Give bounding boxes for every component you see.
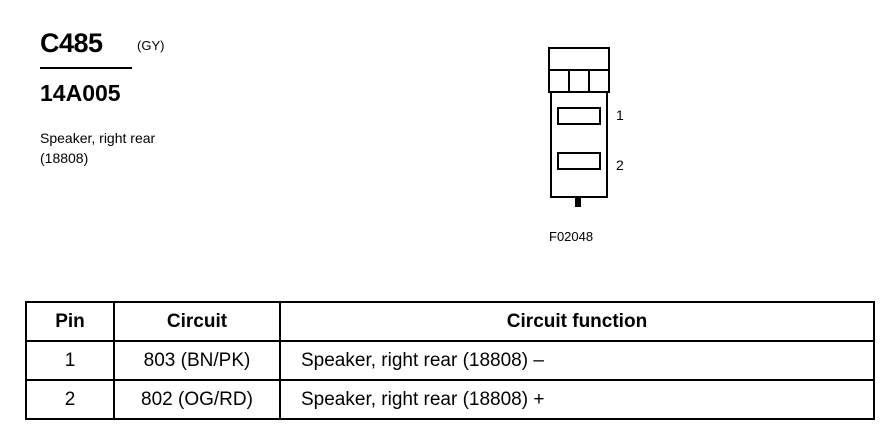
header-pin: Pin	[25, 301, 115, 342]
part-number: 14A005	[40, 80, 121, 106]
connector-latch	[548, 69, 610, 93]
header-circuit: Circuit	[113, 301, 281, 342]
circuit-function-cell: Speaker, right rear (18808) +	[279, 379, 875, 420]
circuit-function-cell: Speaker, right rear (18808) –	[279, 340, 875, 381]
table-row: 2 802 (OG/RD) Speaker, right rear (18808…	[25, 379, 875, 420]
connector-description: Speaker, right rear (18808)	[40, 128, 155, 168]
description-line-1: Speaker, right rear	[40, 130, 156, 146]
title-underline	[40, 67, 132, 69]
pin-cell: 2	[25, 379, 115, 420]
connector-id: C485	[40, 28, 103, 58]
pin-cell: 1	[25, 340, 115, 381]
description-line-2: (18808)	[40, 150, 89, 166]
circuit-cell: 802 (OG/RD)	[113, 379, 281, 420]
circuit-cell: 803 (BN/PK)	[113, 340, 281, 381]
table-header-row: Pin Circuit Circuit function	[25, 301, 875, 342]
pin-label-2: 2	[616, 157, 624, 173]
pin-table: Pin Circuit Circuit function 1 803 (BN/P…	[25, 301, 875, 420]
pin-cavity-2	[557, 152, 601, 170]
header-circuit-function: Circuit function	[279, 301, 875, 342]
table-row: 1 803 (BN/PK) Speaker, right rear (18808…	[25, 340, 875, 381]
pin-cavity-1	[557, 107, 601, 125]
connector-top-cap	[548, 47, 610, 71]
pin-label-1: 1	[616, 107, 624, 123]
connector-color: (GY)	[137, 38, 165, 53]
connector-terminal-stub	[575, 197, 581, 207]
figure-label: F02048	[549, 229, 594, 244]
connector-diagram: 1 2	[548, 47, 624, 207]
